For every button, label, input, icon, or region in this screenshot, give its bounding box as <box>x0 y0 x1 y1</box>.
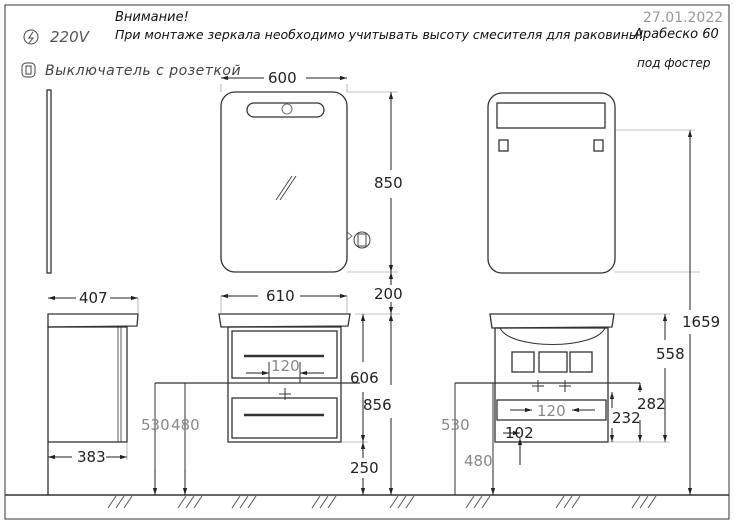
dim-height-606: 606 <box>350 369 379 387</box>
dim-height-250: 250 <box>350 459 379 477</box>
dim-gap-200: 200 <box>374 285 403 303</box>
model-sub: под фостер <box>637 56 711 70</box>
dim-cabinet-depth: 407 <box>79 289 108 307</box>
switch-socket-symbol-icon <box>21 62 36 78</box>
drawing-frame <box>4 4 730 520</box>
attention-label: Внимание! <box>115 10 189 25</box>
date-label: 27.01.2022 <box>643 10 724 26</box>
front-mirror <box>220 91 348 273</box>
rear-mirror <box>487 92 616 274</box>
dim-cabinet-width: 610 <box>266 287 295 305</box>
dim-mirror-height: 850 <box>374 174 403 192</box>
dim-offset-102: 102 <box>505 424 534 442</box>
dim-height-1659: 1659 <box>682 313 721 331</box>
floor-hatch <box>107 495 657 509</box>
voltage-label: 220V <box>50 28 89 46</box>
dim-height-232: 232 <box>612 409 641 427</box>
dim-height-530-left: 530 <box>141 416 170 434</box>
dim-height-530-right: 530 <box>441 416 470 434</box>
switch-legend-label: Выключатель с розеткой <box>45 63 242 79</box>
dim-height-480-right: 480 <box>464 452 493 470</box>
dim-height-282: 282 <box>637 395 666 413</box>
dim-height-856: 856 <box>363 396 392 414</box>
dim-pipe-spacing: 120 <box>271 357 300 375</box>
dim-height-558: 558 <box>656 345 685 363</box>
warning-text: При монтаже зеркала необходимо учитывать… <box>115 27 644 42</box>
model-name: Арабеско 60 <box>634 27 719 42</box>
side-view <box>46 89 139 495</box>
dim-base-depth: 383 <box>77 448 106 466</box>
front-cabinet <box>218 313 351 443</box>
dim-mirror-width: 600 <box>268 69 297 87</box>
dim-pipe-spacing-right: 120 <box>537 402 566 420</box>
voltage-symbol-icon <box>23 29 39 45</box>
rear-cabinet <box>489 313 615 443</box>
dim-height-480-left: 480 <box>171 416 200 434</box>
